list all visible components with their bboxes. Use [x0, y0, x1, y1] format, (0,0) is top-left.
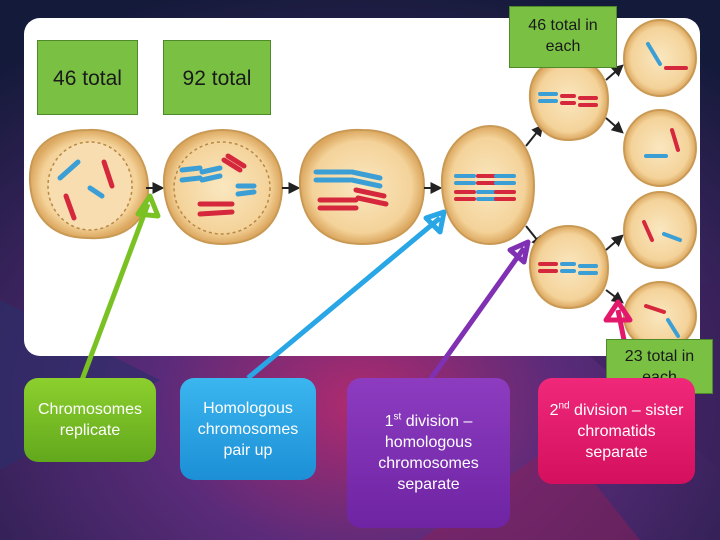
pointer-arrow-purple: [427, 239, 531, 382]
cell-gamete-3: [623, 191, 697, 269]
label-46-each: 46 total in each: [509, 6, 617, 68]
cell-paired: [298, 128, 426, 246]
cell-daughter-bottom: [528, 224, 610, 310]
step-first-division: 1st division – homologous chromosomes se…: [347, 378, 510, 528]
label-46-total: 46 total: [37, 40, 138, 115]
step-second-division: 2nd division – sister chromatids separat…: [538, 378, 695, 484]
cell-replicated: [162, 128, 284, 246]
pointer-arrow-green: [79, 193, 161, 381]
cell-gamete-2: [623, 109, 697, 187]
label-92-total: 92 total: [163, 40, 271, 115]
pointer-arrow-pink: [603, 299, 633, 341]
pointer-arrow-blue: [246, 209, 447, 380]
cell-daughter-top: [528, 56, 610, 142]
step-text: division – sister chromatids separate: [574, 401, 684, 461]
step-chromosomes-replicate: Chromosomes replicate: [24, 378, 156, 462]
step-text: Homologous chromosomes pair up: [197, 399, 299, 459]
cell-gamete-1: [623, 19, 697, 97]
cell-metaphase-i: [440, 124, 536, 246]
step-ordinal: 2: [549, 401, 559, 419]
step-ordinal-suffix: nd: [558, 400, 570, 412]
step-text: Chromosomes replicate: [37, 401, 143, 439]
step-homologous-pair-up: Homologous chromosomes pair up: [180, 378, 316, 480]
cell-parent: [28, 128, 150, 240]
step-text: division – homologous chromosomes separa…: [378, 413, 479, 493]
step-ordinal-suffix: st: [393, 411, 402, 423]
step-ordinal: 1: [384, 413, 394, 430]
